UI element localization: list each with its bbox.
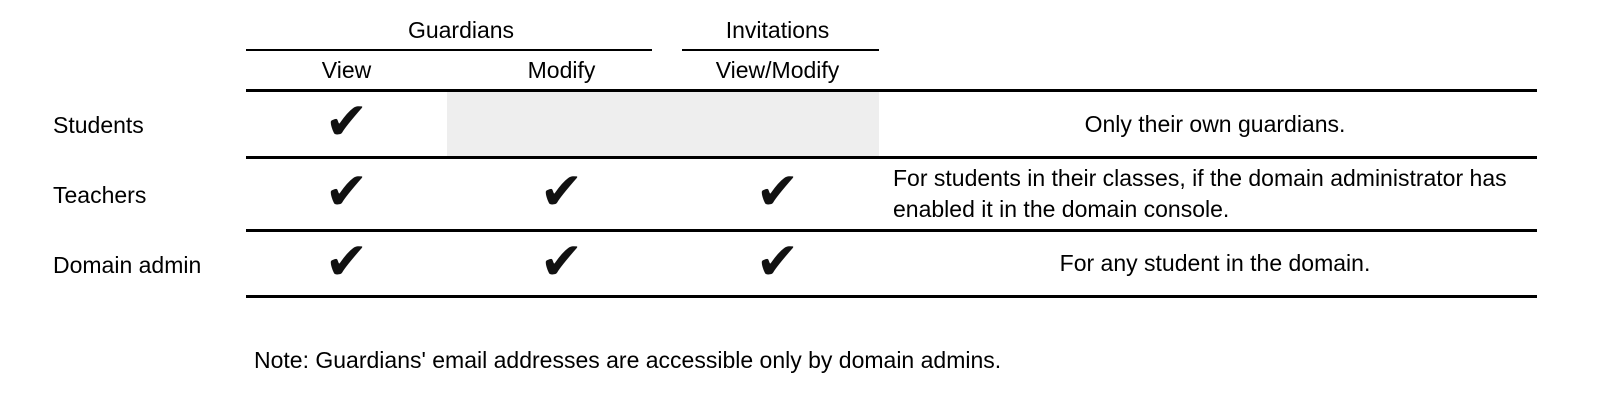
teachers-invitations-view-modify-cell: ✔ (676, 159, 879, 232)
header-spacer (0, 51, 246, 92)
invitations-group-label: Invitations (725, 17, 830, 43)
table-row-domain-admin: Domain admin ✔ ✔ ✔ For any student in th… (0, 232, 1537, 298)
domain-admin-invitations-view-modify-cell: ✔ (676, 232, 879, 298)
column-header-modify: Modify (447, 51, 676, 92)
column-group-guardians: Guardians (246, 16, 676, 51)
invitations-group-underline (682, 49, 879, 51)
column-header-notes-spacer (879, 51, 1537, 92)
row-label-students: Students (53, 112, 144, 138)
table-header-columns-row: View Modify View/Modify (0, 51, 1537, 92)
table-header-groups-row: Guardians Invitations (0, 16, 1537, 51)
permissions-table: Guardians Invitations View Modify View/M… (0, 16, 1537, 298)
header-spacer (0, 16, 246, 51)
check-icon: ✔ (324, 92, 369, 152)
teachers-guardians-modify-cell: ✔ (447, 159, 676, 232)
teachers-note: For students in their classes, if the do… (879, 159, 1537, 232)
check-icon: ✔ (539, 231, 584, 292)
check-icon: ✔ (324, 231, 369, 292)
students-note: Only their own guardians. (879, 92, 1537, 159)
check-icon: ✔ (324, 162, 369, 222)
table-row-students: Students ✔ Only their own guardians. (0, 92, 1537, 159)
row-label-teachers: Teachers (53, 182, 147, 208)
guardians-group-underline (246, 49, 652, 51)
domain-admin-guardians-modify-cell: ✔ (447, 232, 676, 298)
domain-admin-guardians-view-cell: ✔ (246, 232, 447, 298)
column-group-invitations: Invitations (676, 16, 879, 51)
students-no-access-shaded-cell (447, 92, 879, 159)
column-header-view: View (246, 51, 447, 92)
guardians-group-label: Guardians (407, 17, 515, 43)
row-label-domain-admin: Domain admin (53, 251, 202, 278)
teachers-guardians-view-cell: ✔ (246, 159, 447, 232)
table-row-teachers: Teachers ✔ ✔ ✔ For students in their cla… (0, 159, 1537, 232)
check-icon: ✔ (539, 162, 584, 222)
footnote: Note: Guardians' email addresses are acc… (254, 347, 1002, 373)
domain-admin-note: For any student in the domain. (879, 232, 1537, 298)
check-icon: ✔ (755, 231, 800, 292)
header-spacer (879, 16, 1537, 51)
column-header-view-modify: View/Modify (676, 51, 879, 92)
check-icon: ✔ (755, 162, 800, 222)
students-guardians-view-cell: ✔ (246, 92, 447, 159)
